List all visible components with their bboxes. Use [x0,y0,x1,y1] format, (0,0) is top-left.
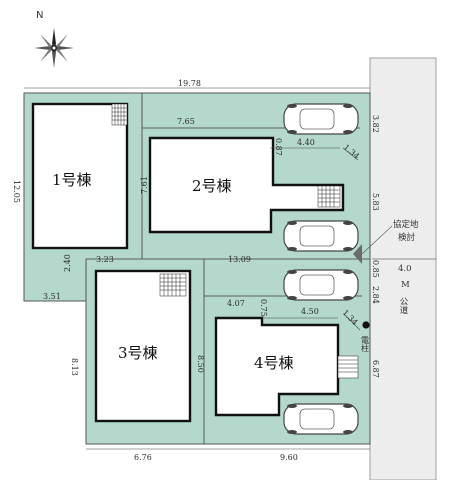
dim-bottom-left: 3.51 [43,292,61,301]
pole-label: 電柱 [361,336,370,353]
north-compass-icon [34,28,74,68]
dim-lot1-step: 2.40 [63,254,72,272]
car-lot4-bottom [283,403,359,435]
building-2-outline [148,136,345,234]
dimension-labels: 19.78 12.05 3.51 3.23 2.40 7.65 7.61 0.8… [12,79,380,462]
dim-lot2-top: 7.65 [177,117,195,126]
dim-road-0-85: 0.85 [371,260,380,278]
svg-text:電柱: 電柱 [361,336,370,353]
dim-bottom-lot3: 6.76 [134,453,152,462]
car-lot4-top [283,269,359,301]
public-road [369,57,437,480]
dim-lot3-right: 8.50 [196,355,205,373]
stair-hatch-1 [111,103,128,126]
road-type-label: 公道 [398,297,408,315]
dim-bottom-lot4: 9.60 [280,453,298,462]
road-width-label: 4.0 [398,264,412,274]
building-1-label: 1号棟 [52,171,92,189]
dim-lot4-drive: 4.50 [301,307,319,316]
building-3-label: 3号棟 [118,344,158,362]
dim-road-3-82: 3.82 [371,115,380,133]
dim-lot2-drive-gap: 0.87 [274,138,283,156]
dim-lot1-inner-bottom: 3.23 [96,255,114,264]
parked-cars [283,103,359,435]
dim-road-2-84: 2.84 [371,286,380,304]
agreement-label-2: 検討 [398,232,416,243]
dim-middle: 13.09 [228,255,251,264]
buildings: 1号棟 2号棟 3号棟 4号棟 [31,102,359,423]
agreement-label-1: 協定地 [393,219,419,230]
dim-lot4-top: 4.07 [227,299,245,308]
stair-hatch-3 [159,273,187,297]
utility-pole-icon [362,321,370,329]
building-1-outline [31,102,129,250]
car-lot2-top [283,103,359,135]
building-4-label: 4号棟 [254,354,294,372]
dim-top: 19.78 [178,79,201,88]
dim-lot3-left: 8.13 [70,358,79,376]
agreement-arrow-icon [353,244,362,264]
dimension-lines [24,87,370,450]
car-lot2-bottom [283,220,359,252]
building-2-label: 2号棟 [192,177,232,195]
north-label: N [36,10,43,21]
agreement-leader-line [361,225,393,255]
stair-hatch-2 [317,185,341,208]
building-4-outline [214,316,340,417]
road-unit-label: M [401,280,410,290]
dim-road-6-87: 6.87 [371,360,380,378]
dim-left: 12.05 [12,180,21,203]
stair-hatch-4 [337,355,359,379]
dim-road-5-83: 5.83 [371,193,380,211]
dim-lot4-drive-gap: 0.75 [259,299,268,317]
dim-lot2-side: 7.61 [140,176,149,194]
dim-lot2-drive: 4.40 [297,138,315,147]
